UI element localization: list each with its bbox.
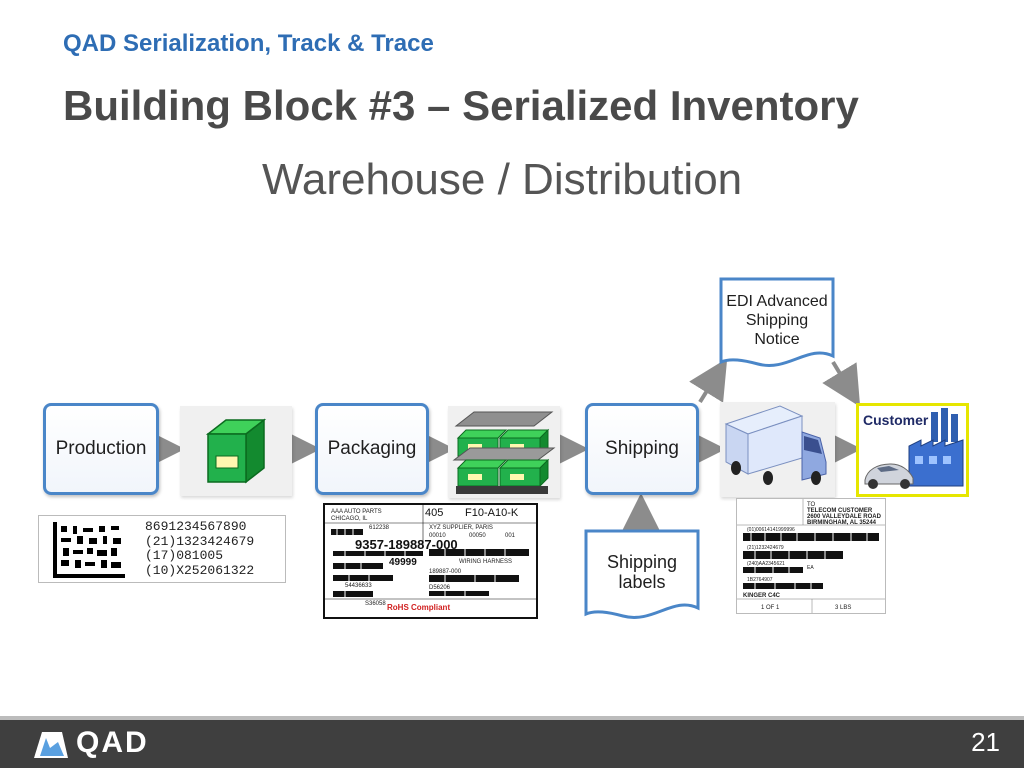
ship-page: 1 OF 1 [761,605,780,611]
product-box-tile [180,406,292,496]
pallet-field-1: 00010 [429,533,446,539]
product-label-line-2: (21)1323424679 [145,533,255,549]
qad-logo-icon [34,732,68,758]
ship-line-6: KINGER C4C [743,593,781,599]
pallet-n4: D56206 [429,585,451,591]
slide-title: Building Block #3 – Serialized Inventory [63,82,859,129]
green-box-icon [205,418,267,484]
pallet-row-bottom [456,458,550,488]
packaging-label: Packaging [327,438,417,459]
qad-logo-text: QAD [76,726,149,759]
pallet-label: AAA AUTO PARTS CHICAGO, IL 405 F10-A10-K… [323,503,538,619]
footer-bar [0,720,1024,768]
shipping-labels-line-2: labels [618,572,666,592]
pallet-part-number: 9357-189887-000 [355,537,458,552]
pallet-city: CHICAGO, IL [331,516,368,522]
pallet-company: AAA AUTO PARTS [331,509,382,515]
car-icon [864,463,914,489]
ship-line-5: 1B2764907 [747,577,773,583]
asn-line-2: Shipping [745,312,809,329]
ship-line-3: (240)AA2345621 [747,561,785,567]
ship-line-4: EA [807,565,814,571]
flow-arrows [145,358,862,533]
customer-label: Customer [863,412,929,428]
ship-to-line-2: 2600 VALLEYDALE ROAD [807,514,881,520]
arrow-shipping-to-asn [689,358,728,404]
footer-divider [0,716,1024,720]
truck-icon [724,405,827,485]
pallet-supplier: XYZ SUPPLIER, PARIS [429,525,493,531]
document-shape [584,529,700,619]
product-serial-label: 8691234567890 (21)1323424679 (17)081005 … [38,515,286,583]
arrow-asn-to-customer [822,360,861,407]
pallet-num1: 612238 [369,525,390,531]
factory-icon [864,408,964,489]
production-box: Production [43,403,159,495]
production-label: Production [55,438,147,459]
pallet-field-2: 00050 [469,533,486,539]
datamatrix-barcode [53,522,125,578]
ship-to: TO [807,502,816,508]
document-shape [719,277,835,367]
pallet-n2: 189887-000 [429,569,462,575]
asn-line-3: Notice [754,331,800,348]
pallet-n3: 54436633 [345,583,372,589]
customer-box: Customer [856,403,969,497]
pallet-n5: S36058 [365,601,386,607]
pallet-location: F10-A10-K [465,507,519,519]
packaging-box: Packaging [315,403,429,495]
ship-to-line-3: BIRMINGHAM, AL 35244 [807,520,877,526]
shipping-label-sample: TO TELECOM CUSTOMER 2600 VALLEYDALE ROAD… [736,498,886,614]
shipping-barcodes [737,499,885,613]
ship-line-1: (01)00614141999996 [747,527,795,533]
slide-subtitle: QAD Serialization, Track & Trace [63,30,434,57]
product-label-line-4: (10)X252061322 [145,562,255,578]
pallet-tile [448,406,560,498]
shipping-label: Shipping [605,438,679,459]
ship-line-2: (21)1232424679 [747,545,784,551]
page-number: 21 [971,727,1000,757]
pallet-desc: WIRING HARNESS [459,559,513,565]
pallet-field-3: 001 [505,533,516,539]
product-label-line-3: (17)081005 [145,548,224,563]
pallet-icon [452,411,556,494]
section-heading: Warehouse / Distribution [262,155,743,204]
shipping-box: Shipping [585,403,699,495]
ship-to-line-1: TELECOM CUSTOMER [807,508,873,514]
pallet-qty: 405 [425,507,444,519]
pallet-count: 49999 [389,557,417,568]
asn-line-1: EDI Advanced [726,293,828,310]
asn-document: EDI Advanced Shipping Notice [718,276,836,374]
ship-weight: 3 LBS [835,605,852,611]
shipping-labels-document: Shipping labels [583,528,701,626]
truck-tile [720,402,835,497]
product-label-line-1: 8691234567890 [145,519,247,534]
rohs-compliant: RoHS Compliant [387,603,451,612]
pallet-barcodes [325,505,536,600]
shipping-labels-line-1: Shipping [606,552,678,572]
